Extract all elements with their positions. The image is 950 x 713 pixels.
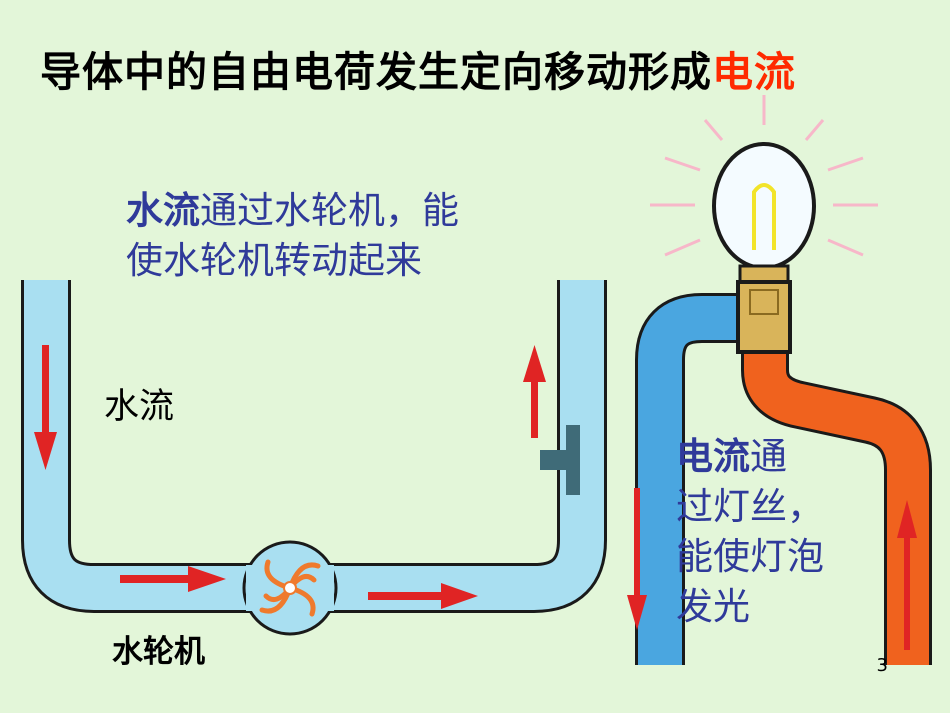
wire-blue — [635, 293, 760, 665]
slide-title: 导体中的自由电荷发生定向移动形成电流 — [40, 38, 920, 98]
water-flow-label: 水流 — [104, 387, 175, 427]
current-caption: 电流通 过灯丝， 能使灯泡 发光 — [676, 432, 824, 632]
water-flow-arrows — [34, 345, 546, 609]
current-flow-arrows — [627, 488, 917, 650]
current-caption-rest: 通 — [750, 435, 787, 478]
arrow-up-icon — [897, 500, 917, 650]
lamp-glow-icon — [650, 95, 878, 257]
arrow-down-icon — [34, 345, 57, 470]
arrow-up-icon — [523, 345, 546, 438]
arrow-right-icon — [368, 583, 478, 609]
water-caption-rest: 通过水轮机，能 — [200, 189, 459, 232]
current-caption-line1: 电流通 — [676, 432, 824, 482]
water-caption-line1: 水流通过水轮机，能 — [126, 186, 459, 236]
current-caption-line2: 过灯丝， — [676, 485, 824, 528]
title-main: 导体中的自由电荷发生定向移动形成 — [40, 48, 712, 96]
arrow-down-icon — [627, 488, 647, 630]
valve-icon — [540, 425, 580, 495]
page-number: 3 — [876, 655, 888, 676]
water-caption-strong: 水流 — [126, 189, 200, 232]
current-caption-strong: 电流 — [676, 435, 750, 478]
water-caption: 水流通过水轮机，能 使水轮机转动起来 — [126, 186, 459, 286]
current-caption-line3: 能使灯泡 — [676, 535, 824, 578]
light-bulb-icon — [712, 142, 816, 354]
water-pipe — [20, 274, 608, 613]
wire-orange — [741, 345, 932, 665]
current-caption-line4: 发光 — [676, 585, 750, 628]
title-highlight: 电流 — [712, 48, 796, 96]
water-caption-line2: 使水轮机转动起来 — [126, 239, 422, 282]
turbine-icon — [242, 540, 338, 636]
turbine-label: 水轮机 — [112, 634, 205, 670]
arrow-right-icon — [120, 566, 226, 592]
